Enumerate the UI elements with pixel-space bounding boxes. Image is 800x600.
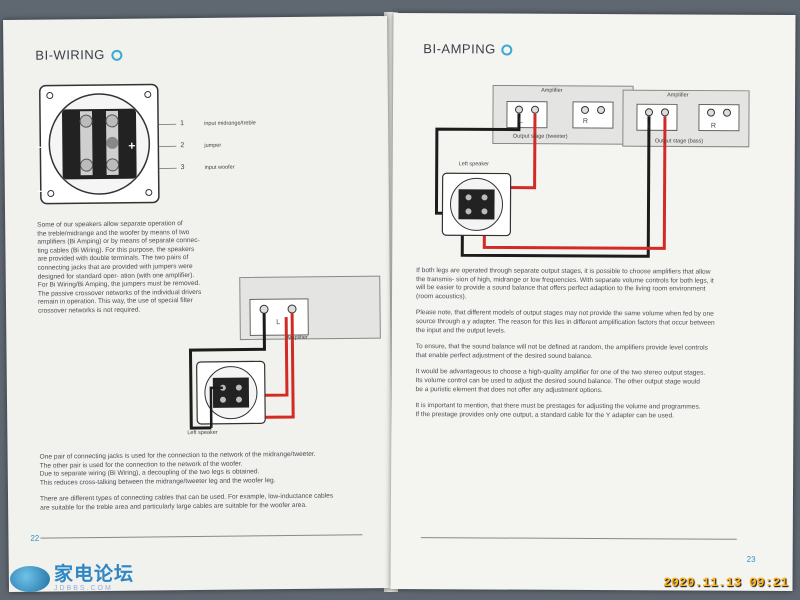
watermark-sub: JDBBS.COM [54, 585, 113, 592]
bi-wiring-channel-l: L [276, 319, 281, 327]
right-footer-rule [420, 537, 737, 540]
amp1-channel-l: L [518, 117, 523, 125]
bi-amping-diagram [434, 84, 750, 258]
amp2-channel-r: R [710, 122, 717, 130]
left-footer-rule [40, 534, 363, 539]
forum-watermark: 家电论坛 JDBBS.COM [10, 565, 134, 592]
left-page-heading: BI-WIRING [35, 47, 122, 63]
amp2-title: Amplifier [667, 92, 689, 99]
heading-target-icon [110, 49, 122, 61]
terminal-number-3: 3 [180, 164, 185, 172]
terminal-number-2: 2 [180, 142, 185, 150]
photo-timestamp: 2020.11.13 09:21 [663, 575, 788, 590]
forum-logo-icon [10, 565, 50, 592]
terminal-number-1: 1 [180, 120, 185, 128]
right-page: BI-AMPING Amplifier Output stage (tweete… [390, 12, 796, 592]
amp1-stage-label: Output stage (tweeter) [512, 133, 568, 140]
terminal-plate-diagram [39, 83, 177, 205]
left-page: BI-WIRING – + – + 1 input midrange/trebl… [3, 16, 393, 592]
right-page-number: 23 [746, 554, 756, 564]
terminal-desc-2: jumper [204, 142, 222, 149]
right-page-heading: BI-AMPING [423, 41, 513, 56]
amp1-title: Amplifier [541, 87, 563, 94]
terminal-plus-bottom: + [128, 182, 136, 197]
heading-target-icon [501, 44, 513, 56]
terminal-minus-bottom: – [36, 183, 44, 198]
terminal-minus-top: – [36, 139, 44, 154]
bi-amping-text: If both legs are operated through separa… [415, 267, 715, 420]
amp2-channel-l: L [646, 122, 651, 130]
bi-amping-speaker-label: Left speaker [458, 161, 490, 168]
left-page-number: 22 [30, 533, 40, 543]
terminal-plus-top: + [128, 138, 136, 153]
bi-wiring-speaker-label: Left speaker [187, 429, 218, 437]
bi-wiring-body-text: One pair of connecting jacks is used for… [39, 450, 334, 512]
terminal-desc-1: input midrange/treble [204, 120, 256, 127]
bi-wiring-amp-label: Amplifier [286, 334, 308, 342]
amp1-channel-r: R [582, 117, 589, 125]
bi-wiring-diagram [188, 275, 381, 430]
terminal-desc-3: input woofer [204, 164, 235, 171]
watermark-title: 家电论坛 [54, 564, 135, 585]
amp2-stage-label: Output stage (bass) [654, 138, 704, 145]
